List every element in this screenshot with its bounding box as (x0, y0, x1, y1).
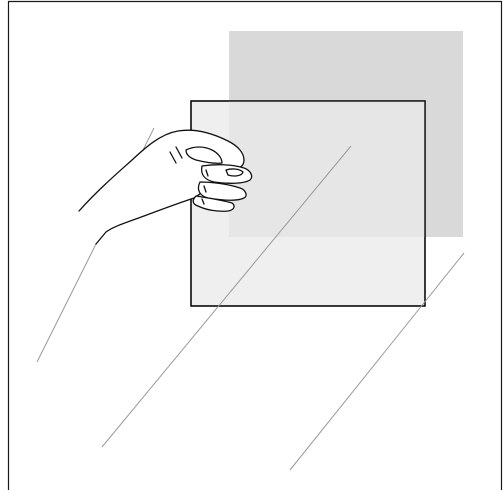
sheet-overlap-region (229, 101, 425, 237)
hand-knuckle-creases (169, 146, 209, 205)
hand-icon (78, 129, 253, 245)
hand-finger-3 (192, 195, 235, 212)
hand-finger-1 (200, 164, 253, 184)
hand-thumb (185, 146, 223, 164)
hand-fingernail (225, 168, 244, 177)
light-ray-right (289, 252, 465, 471)
light-ray-center (101, 145, 352, 448)
hand-finger-2 (197, 181, 247, 201)
frame-border (7, 0, 503, 490)
sheet-outline (190, 100, 426, 307)
